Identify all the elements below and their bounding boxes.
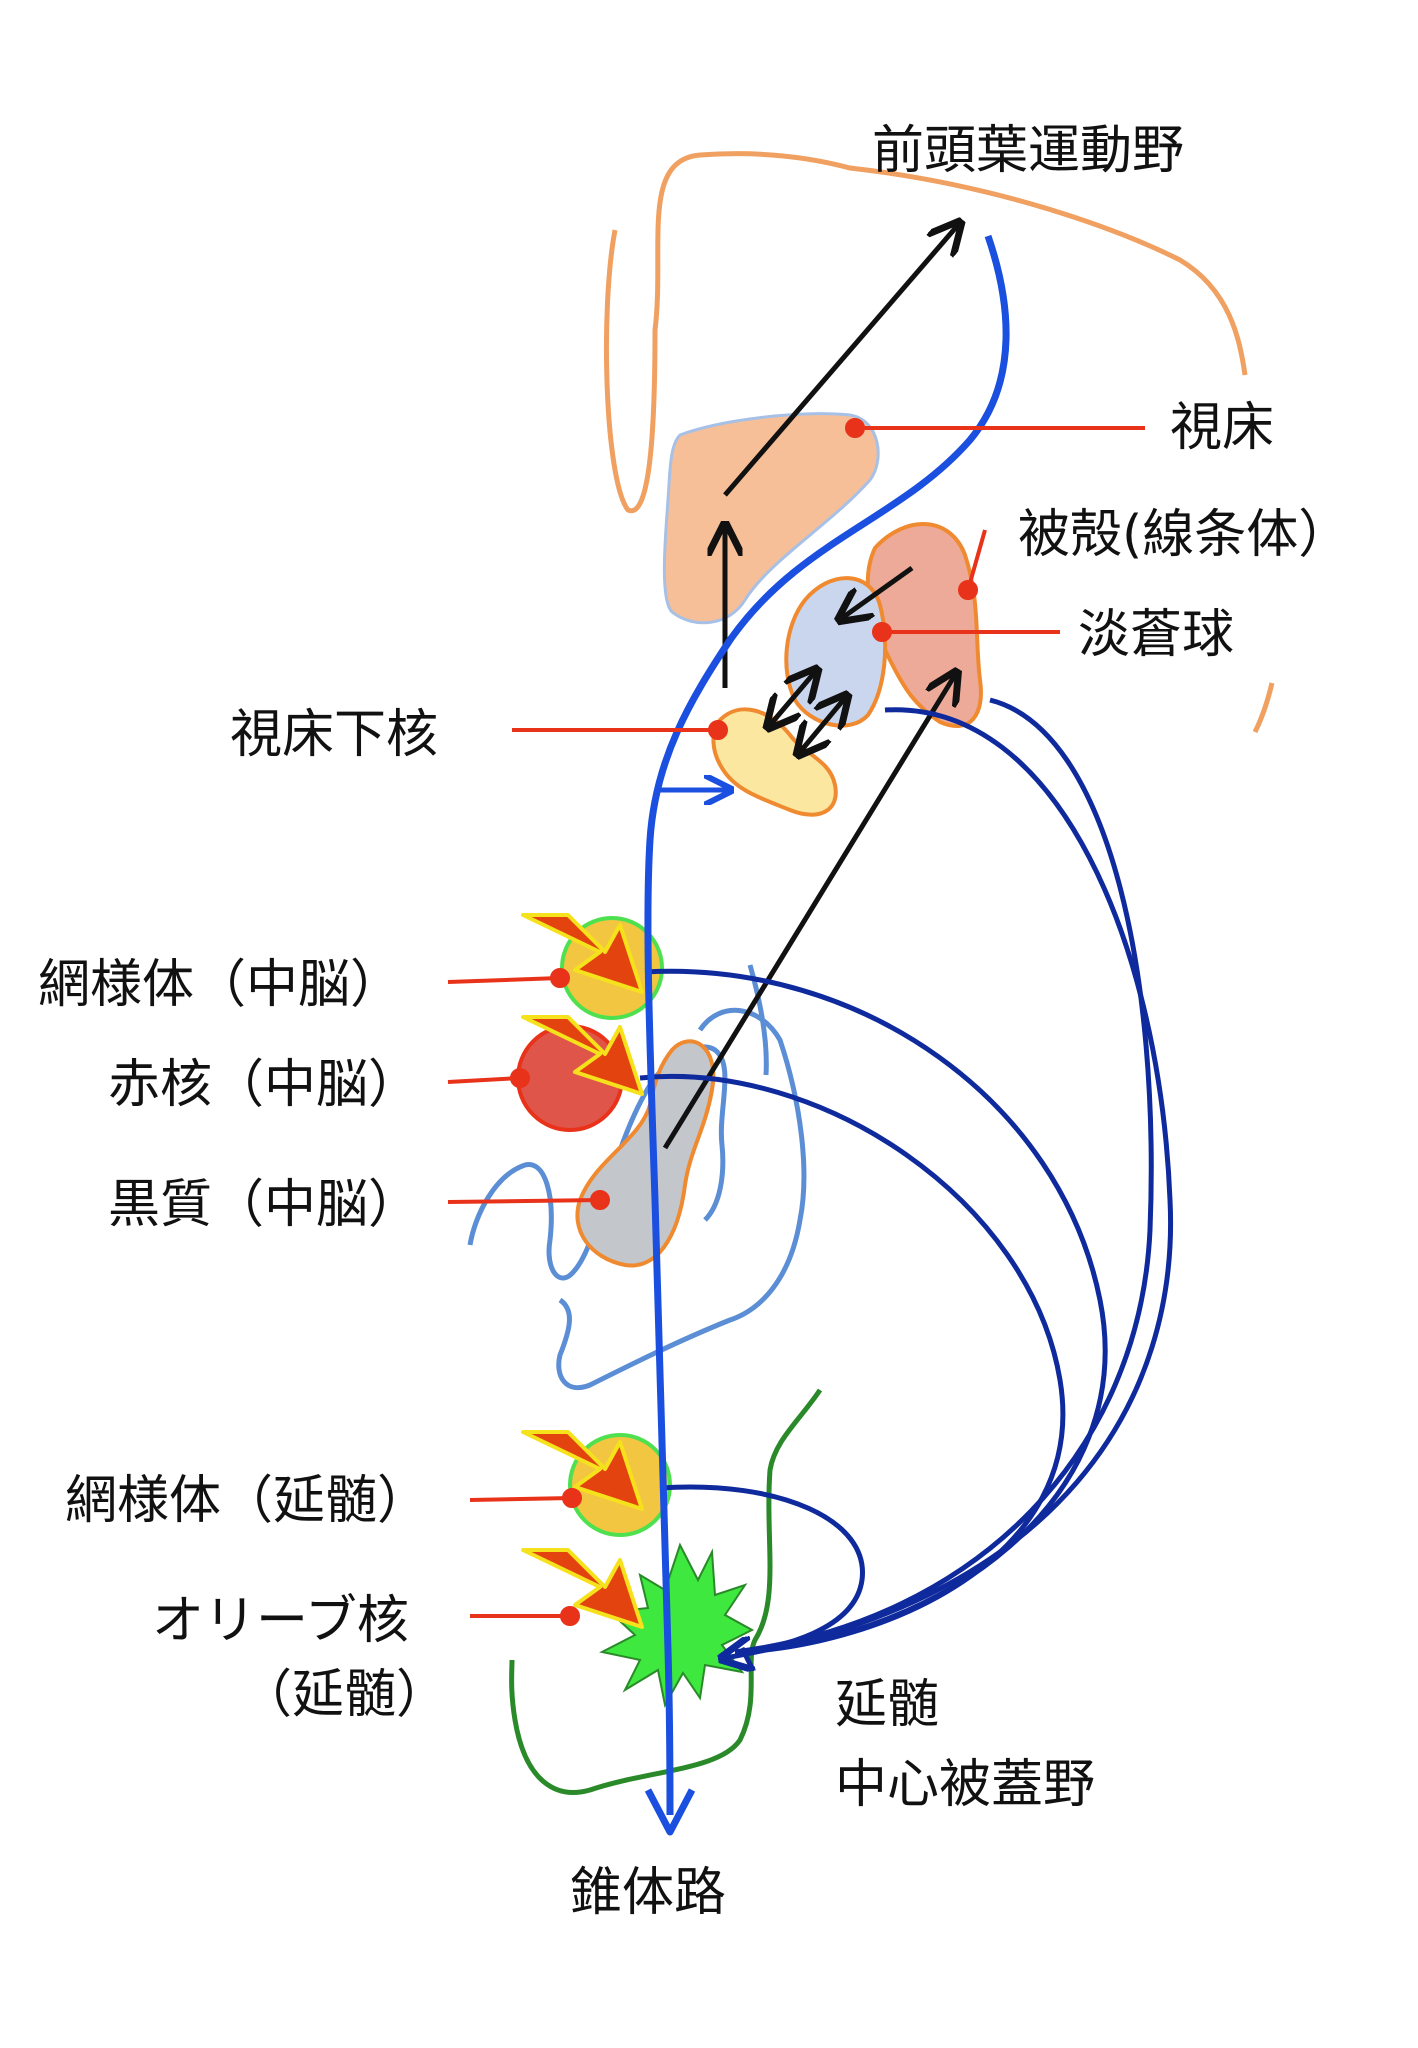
label-substantia-nigra: 黒質（中脳）: [108, 1175, 420, 1235]
substantia-nigra: [575, 1039, 716, 1268]
pointer-putamen: [966, 529, 987, 591]
pointer-lines: [447, 418, 1145, 1626]
label-olivary-nucleus-line1: オリーブ核: [152, 1591, 409, 1651]
arrow-pallidus-subthalamic-b: [800, 698, 845, 752]
central-tegmental-tracts: [639, 697, 1174, 1658]
input-arrows: [521, 913, 644, 1629]
big-arrow-reticular-medulla: [521, 1430, 644, 1511]
label-globus-pallidus: 淡蒼球: [1078, 605, 1234, 665]
cortex-outline: [603, 151, 1248, 514]
subthalamic-nucleus: [711, 707, 838, 817]
pyramidal-tract-arrowhead: [644, 1788, 696, 1836]
big-arrow-olivary: [521, 1548, 644, 1629]
arrow-putamen-to-pallidus: [842, 565, 914, 618]
pointer-red-nucleus: [447, 1076, 521, 1084]
label-subthalamic-nucleus: 視床下核: [230, 705, 438, 765]
label-reticular-midbrain: 網様体（中脳）: [38, 955, 402, 1015]
pointer-substantia-nigra: [447, 1198, 601, 1204]
label-frontal-motor-cortex: 前頭葉運動野: [872, 121, 1184, 181]
pointer-reticular-medulla: [469, 1496, 573, 1502]
label-olivary-nucleus-line2: （延髄）: [240, 1665, 448, 1725]
tegmental-tract-endpoint: [739, 1646, 755, 1670]
pointer-reticular-midbrain: [447, 976, 561, 984]
label-central-tegmental-line1: 延髄: [835, 1675, 939, 1735]
medulla-outline: [509, 1388, 823, 1795]
label-pyramidal-tract: 錐体路: [570, 1863, 726, 1923]
label-putamen: 被殻(線条体）: [1018, 505, 1350, 565]
arrow-nigra-to-putamen: [662, 675, 955, 1150]
thalamus: [662, 412, 880, 625]
big-arrow-red-nucleus: [521, 1015, 644, 1096]
label-reticular-medulla: 網様体（延髄）: [65, 1471, 429, 1531]
arrow-thalamus-to-cortex: [723, 225, 958, 497]
pyramidal-tract: [644, 234, 1010, 1816]
cortex-outline-fragment: [1252, 682, 1275, 734]
label-thalamus: 視床: [1170, 398, 1274, 458]
label-red-nucleus: 赤核（中脳）: [108, 1055, 420, 1115]
big-arrow-reticular-midbrain: [521, 913, 644, 994]
label-central-tegmental-line2: 中心被蓋野: [835, 1755, 1095, 1815]
